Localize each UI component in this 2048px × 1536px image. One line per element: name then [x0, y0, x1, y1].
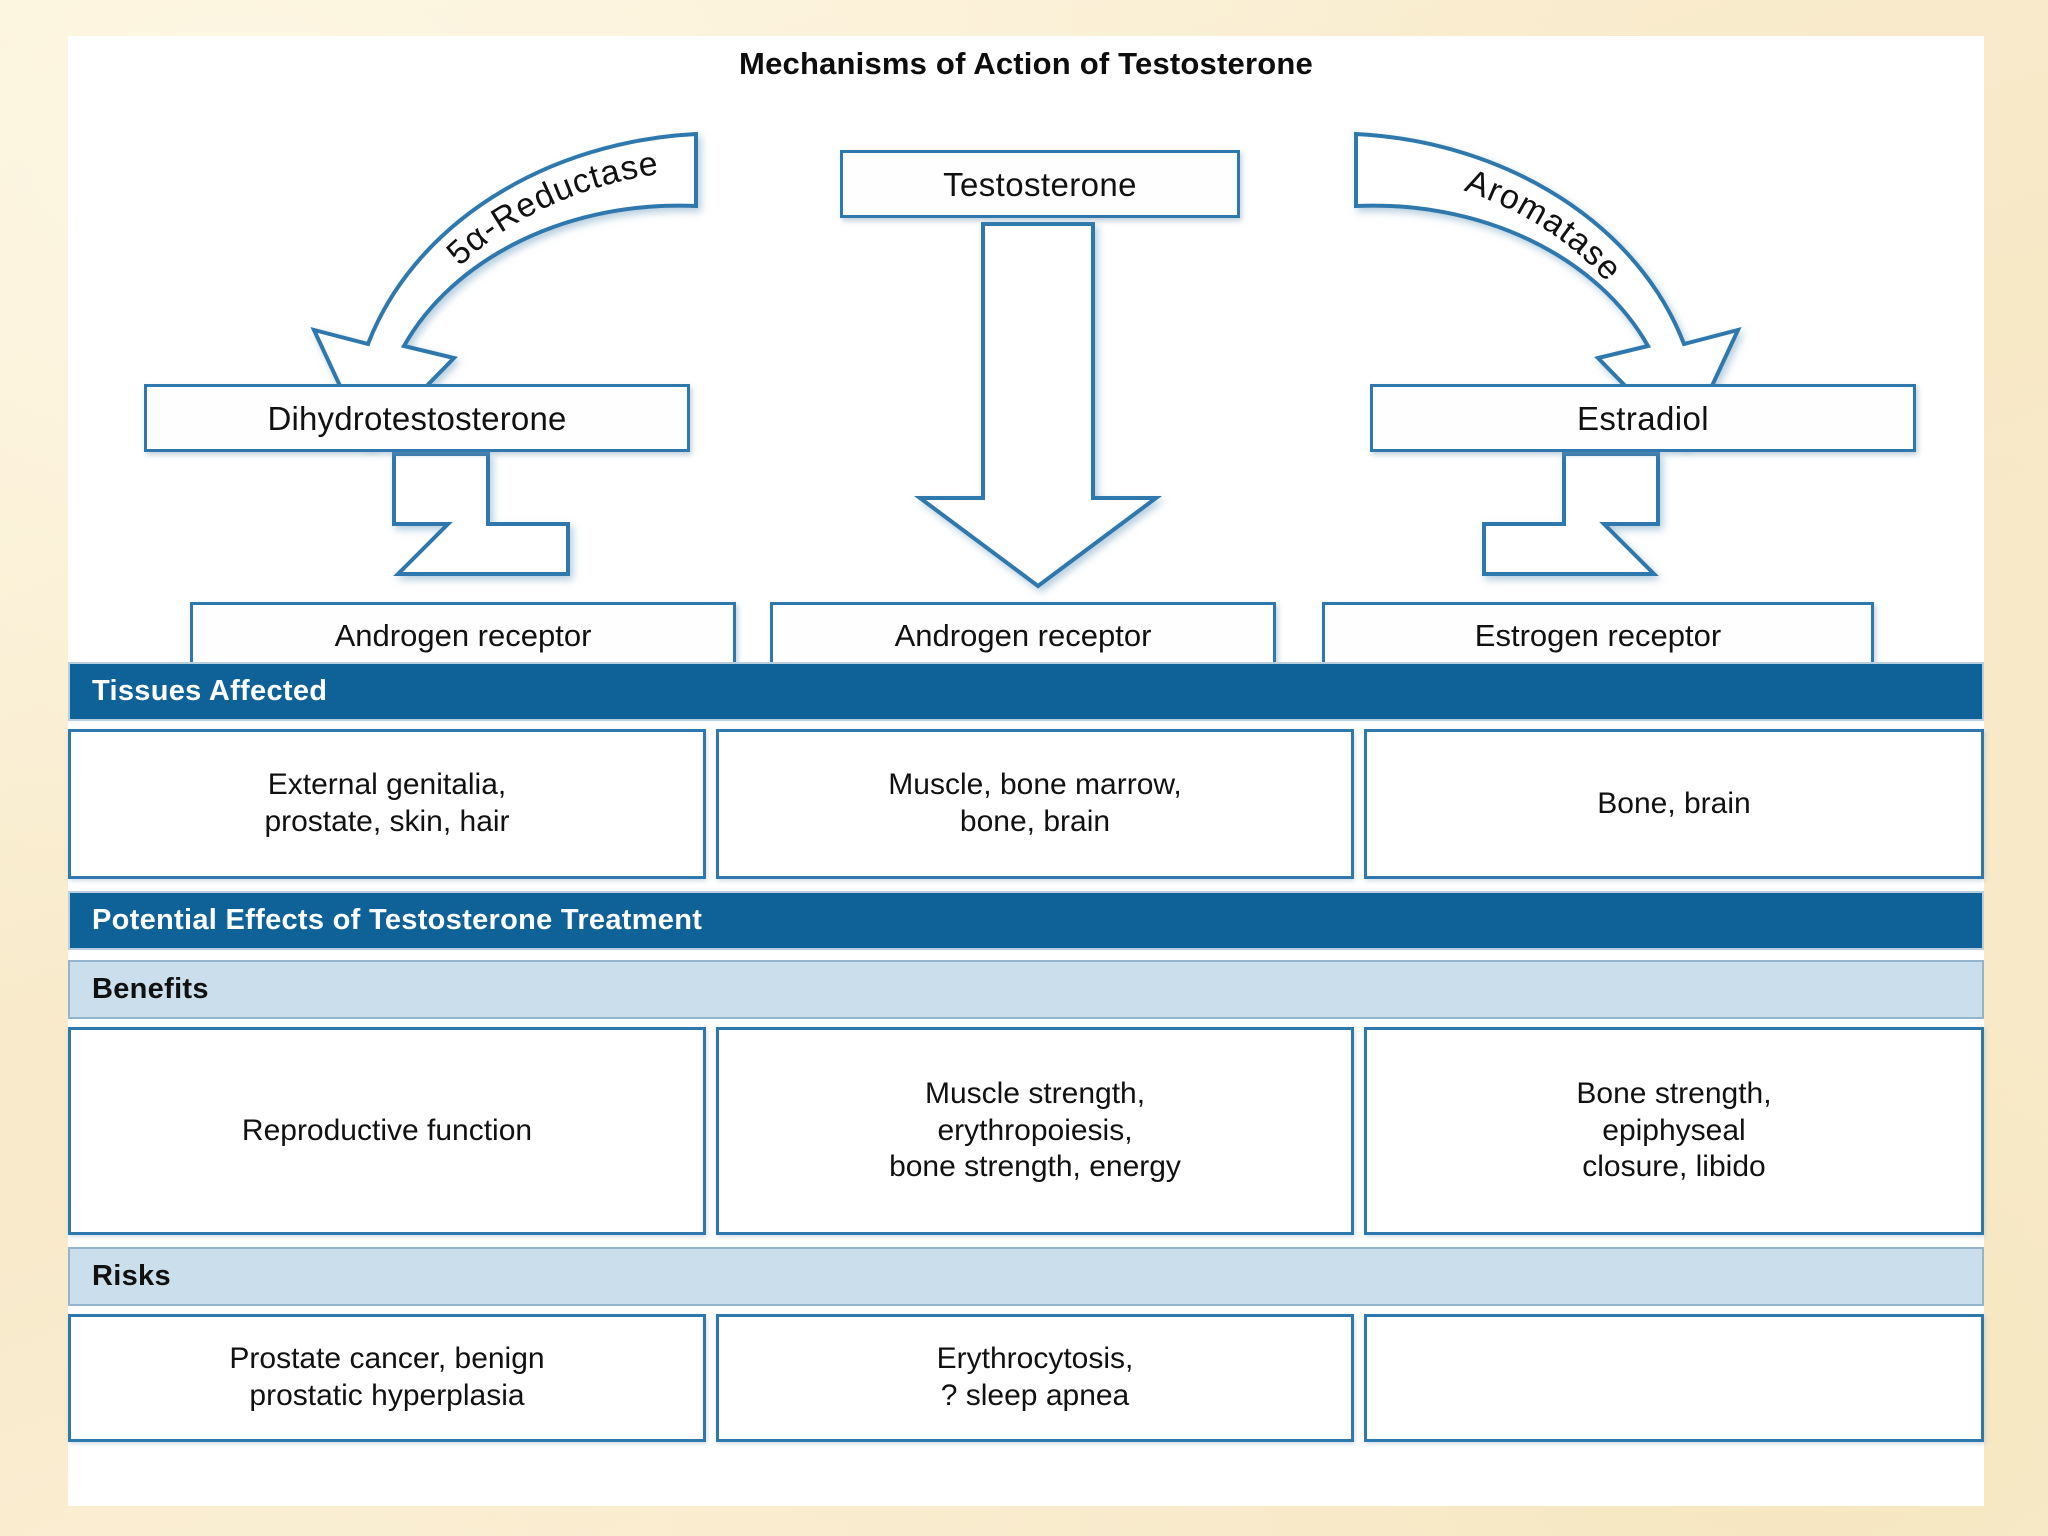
page-title: Mechanisms of Action of Testosterone [739, 46, 1313, 81]
subsection-header-risks: Risks [68, 1247, 1984, 1306]
section-header-potential-effects: Potential Effects of Testosterone Treatm… [68, 891, 1984, 950]
node-estradiol-label: Estradiol [1577, 399, 1709, 437]
figure-panel: Mechanisms of Action of Testosterone 5α-… [68, 36, 1984, 1506]
arrow-testosterone-down [913, 222, 1163, 589]
node-testosterone[interactable]: Testosterone [840, 150, 1240, 218]
node-testosterone-label: Testosterone [943, 165, 1137, 203]
row-benefits: Reproductive function Muscle strength,er… [68, 1027, 1984, 1235]
cell-tissues-1: External genitalia,prostate, skin, hair [68, 729, 706, 879]
cell-benefits-2: Muscle strength,erythropoiesis,bone stre… [716, 1027, 1354, 1235]
flow-diagram: 5α-Reductase Aromatase [68, 94, 1984, 694]
cell-risks-2: Erythrocytosis,? sleep apnea [716, 1314, 1354, 1442]
node-estrogen-receptor-right-label: Estrogen receptor [1474, 617, 1722, 653]
node-dihydrotestosterone[interactable]: Dihydrotestosterone [144, 384, 690, 452]
node-dihydrotestosterone-label: Dihydrotestosterone [267, 399, 567, 437]
cell-tissues-2: Muscle, bone marrow,bone, brain [716, 729, 1354, 879]
arrow-estradiol-down [1482, 452, 1660, 576]
effects-table: Tissues Affected External genitalia,pros… [68, 662, 1984, 1442]
arrow-dht-down [392, 452, 570, 576]
section-header-tissues-affected: Tissues Affected [68, 662, 1984, 721]
node-androgen-receptor-left-label: Androgen receptor [334, 617, 592, 653]
row-tissues-affected: External genitalia,prostate, skin, hair … [68, 729, 1984, 879]
node-estrogen-receptor-right[interactable]: Estrogen receptor [1322, 602, 1874, 668]
cell-tissues-3: Bone, brain [1364, 729, 1984, 879]
node-estradiol[interactable]: Estradiol [1370, 384, 1916, 452]
arrow-label-aromatase: Aromatase [1461, 162, 1630, 288]
cell-benefits-1: Reproductive function [68, 1027, 706, 1235]
node-androgen-receptor-center-label: Androgen receptor [894, 617, 1152, 653]
subsection-header-benefits: Benefits [68, 960, 1984, 1019]
node-androgen-receptor-left[interactable]: Androgen receptor [190, 602, 736, 668]
node-androgen-receptor-center[interactable]: Androgen receptor [770, 602, 1276, 668]
cell-risks-3 [1364, 1314, 1984, 1442]
flow-arrows-svg: 5α-Reductase Aromatase [310, 131, 1742, 589]
